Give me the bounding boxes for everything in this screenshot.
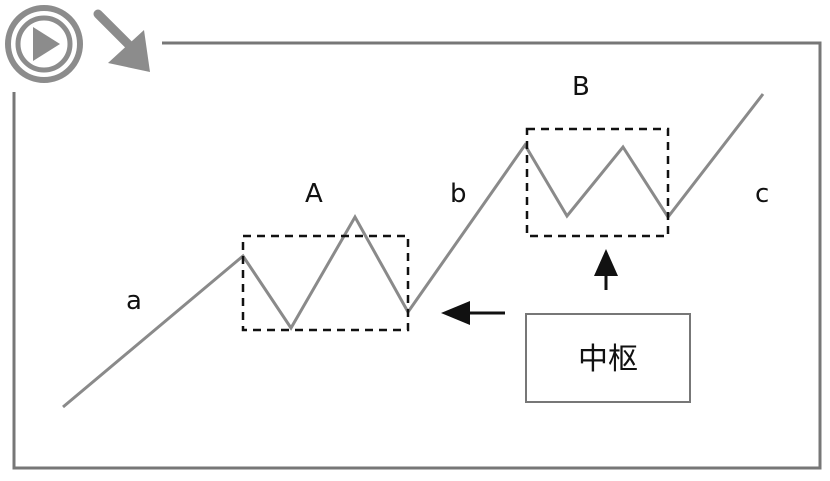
pivot-box-b bbox=[525, 127, 670, 238]
price-line bbox=[62, 93, 765, 409]
arrow-left-icon bbox=[441, 301, 505, 325]
label-a: a bbox=[126, 286, 142, 316]
label-b: b bbox=[450, 179, 467, 209]
arrow-up-icon bbox=[594, 249, 618, 290]
arrow-down-right-icon bbox=[93, 9, 150, 72]
label-c: c bbox=[755, 179, 769, 209]
label-capital-b: B bbox=[572, 72, 590, 102]
label-capital-a: A bbox=[305, 179, 323, 209]
callout-box bbox=[525, 313, 691, 403]
frame-border bbox=[12, 41, 822, 470]
pivot-box-a bbox=[241, 234, 410, 332]
play-icon[interactable] bbox=[5, 5, 83, 83]
callout-text: 中枢 bbox=[578, 342, 638, 377]
